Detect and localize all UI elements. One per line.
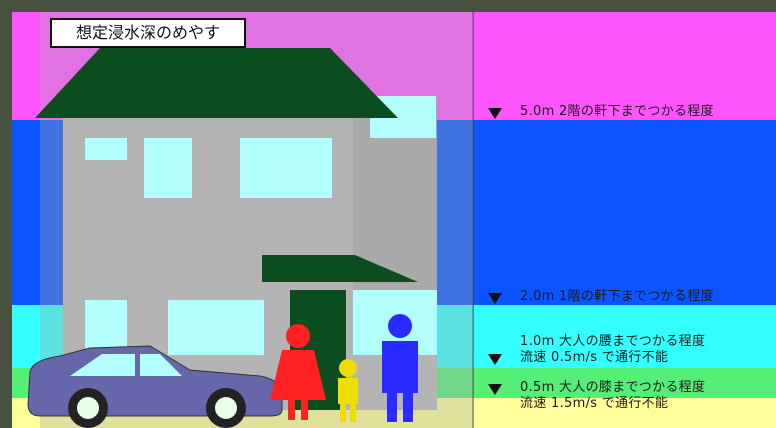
window-upper-mid [144,138,192,198]
depth-marker-5m-icon [488,108,502,119]
depth-marker-1m-icon [488,354,502,365]
adult-male-figure [382,314,418,422]
depth-marker-2m-icon [488,293,502,304]
adult-female-figure [270,324,326,420]
child-figure [338,359,358,422]
roof [35,48,398,118]
diagram-title: 想定浸水深のめやす [50,18,246,48]
label-2m: 2.0m 1階の軒下までつかる程度 [520,289,714,304]
label-1m-note: 流速 0.5m/s で通行不能 [520,350,669,365]
depth-marker-05m-icon [488,384,502,395]
window-lower-mid [168,300,264,355]
window-upper-right [240,138,332,198]
label-1m: 1.0m 大人の腰までつかる程度 [520,334,706,349]
window-lower-left [85,300,127,355]
label-5m: 5.0m 2階の軒下までつかる程度 [520,104,714,119]
label-05m: 0.5m 大人の膝までつかる程度 [520,380,706,395]
entrance-awning [262,255,418,282]
label-05m-note: 流速 1.5m/s で通行不能 [520,396,669,411]
window-upper-left [85,138,127,160]
car [27,345,283,428]
